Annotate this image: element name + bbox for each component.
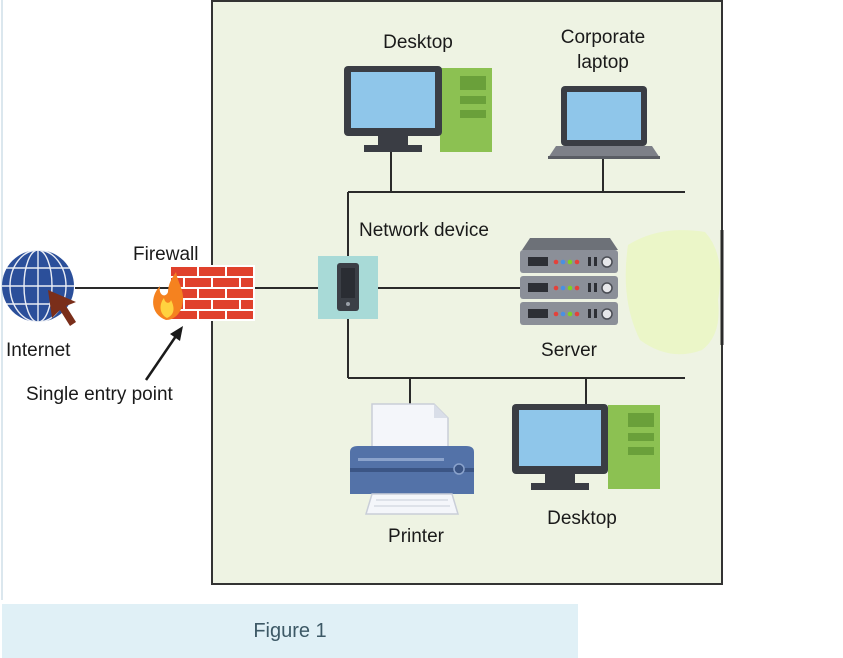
- corporate-laptop-label-line1: Corporate: [561, 27, 646, 48]
- network-device-label: Network device: [359, 220, 489, 241]
- network-diagram: Desktop Corporate laptop Network device …: [1, 0, 724, 600]
- desktop-label: Desktop: [383, 32, 453, 53]
- corporate-laptop-label-line2: laptop: [577, 52, 629, 73]
- desktop-icon: [512, 404, 660, 490]
- desktop-icon: [344, 66, 492, 152]
- figure-caption-bar: Figure 1: [2, 604, 578, 658]
- network-device-icon: [318, 256, 378, 319]
- firewall-label: Firewall: [133, 244, 198, 265]
- printer-label: Printer: [388, 526, 445, 547]
- flame-icon: [153, 272, 184, 320]
- single-entry-point-label: Single entry point: [26, 384, 174, 405]
- printer-icon: [350, 403, 474, 515]
- server-icon: [520, 238, 618, 325]
- server-label: Server: [541, 340, 598, 361]
- smudge-mark: [625, 230, 721, 355]
- cursor-icon: [48, 290, 76, 326]
- network-wiring: [75, 152, 724, 405]
- laptop-icon: [548, 86, 660, 159]
- entry-point-arrow: [144, 326, 183, 381]
- firewall-icon: [169, 265, 255, 321]
- desktop-label: Desktop: [547, 508, 617, 529]
- figure-caption: Figure 1: [253, 620, 327, 642]
- internet-label: Internet: [6, 340, 71, 361]
